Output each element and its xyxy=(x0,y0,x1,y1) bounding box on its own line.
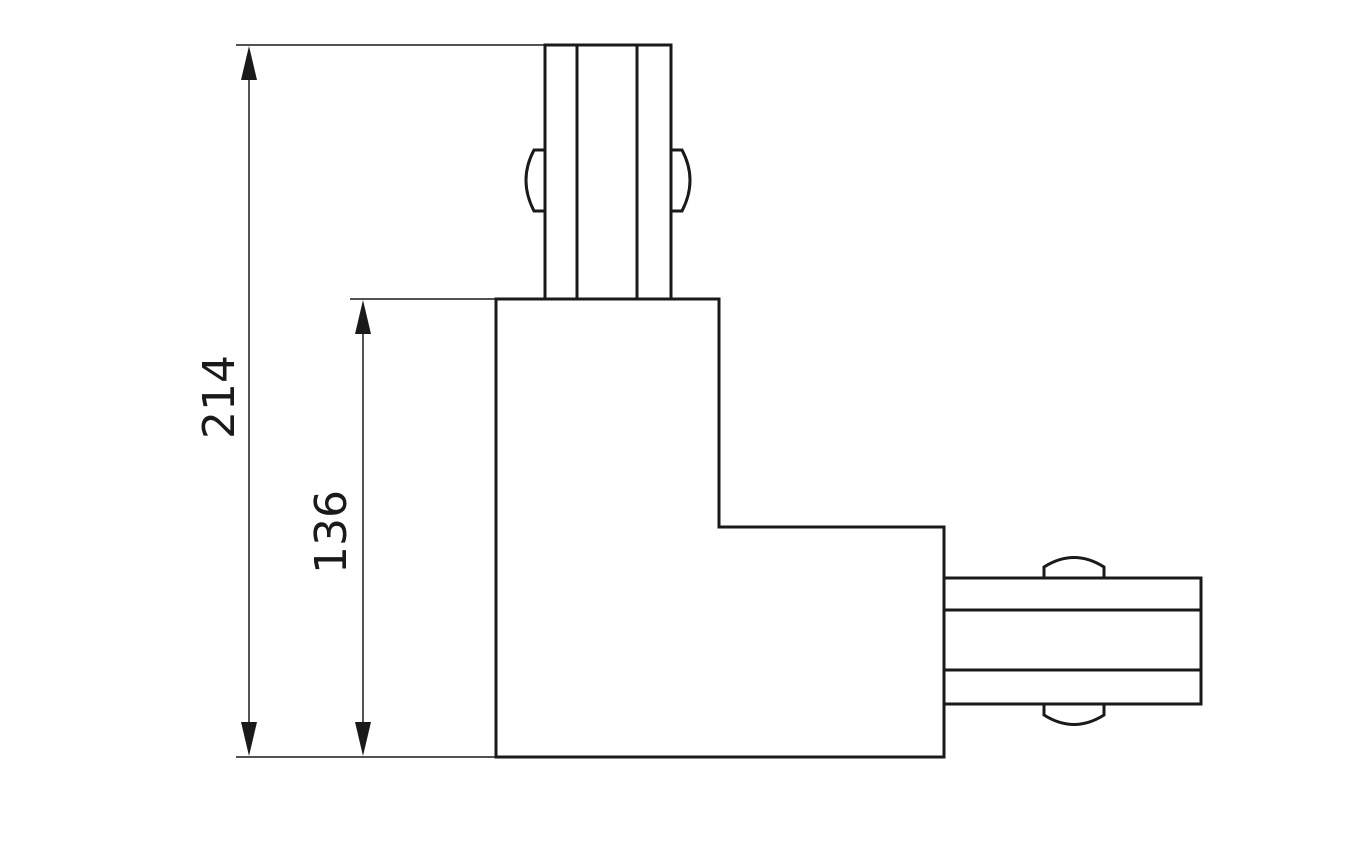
arrowhead-down-overall xyxy=(241,722,257,756)
side-adapter-outline xyxy=(942,576,1203,706)
arrowhead-down-body xyxy=(355,722,371,756)
side-adapter-latch-top xyxy=(1042,556,1106,578)
arrowhead-up-body xyxy=(355,300,371,334)
dimension-overall-height: 214 xyxy=(194,46,257,756)
dimension-label-overall: 214 xyxy=(194,355,245,439)
top-adapter-latch-left xyxy=(524,148,545,213)
extension-lines xyxy=(236,44,545,758)
top-adapter-outline xyxy=(543,43,673,301)
arrowhead-up-overall xyxy=(241,46,257,80)
top-track-adapter xyxy=(524,43,692,301)
dimension-body-height: 136 xyxy=(306,300,371,756)
top-adapter-latch-right xyxy=(671,148,692,213)
side-track-adapter xyxy=(942,556,1203,726)
connector-body xyxy=(494,297,946,759)
side-adapter-latch-bottom xyxy=(1042,704,1106,726)
dimension-label-body: 136 xyxy=(306,490,357,574)
